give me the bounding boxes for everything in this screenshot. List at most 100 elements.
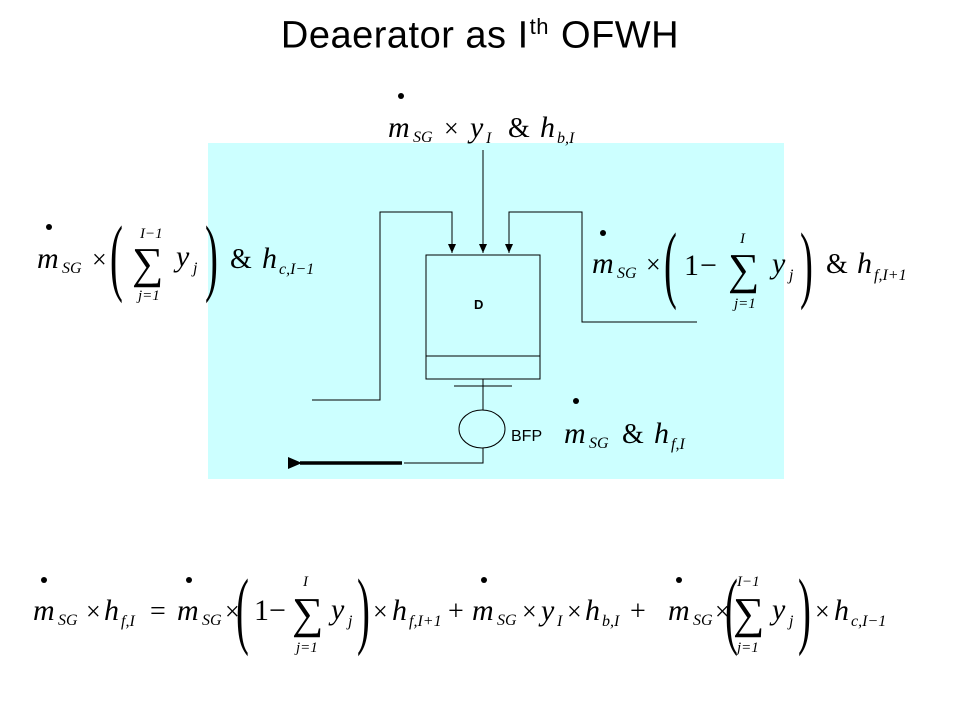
svg-text:h: h <box>857 247 872 280</box>
svg-text:I: I <box>302 574 309 590</box>
svg-text:h: h <box>104 594 119 627</box>
diagram-background <box>208 143 784 479</box>
energy-balance-equation: m SG × h f,I = m SG × ( 1 − I ∑ j=1 y j … <box>33 563 886 657</box>
svg-text:y: y <box>467 111 484 144</box>
svg-text:f,I: f,I <box>671 436 685 453</box>
svg-text:b,I: b,I <box>557 130 575 147</box>
svg-text:j=1: j=1 <box>136 288 160 304</box>
svg-text:j: j <box>346 613 353 630</box>
svg-text:h: h <box>392 594 407 627</box>
svg-text:j=1: j=1 <box>735 640 759 656</box>
svg-text:∑: ∑ <box>292 589 323 638</box>
svg-text:): ) <box>205 210 218 304</box>
svg-text:(: ( <box>110 210 123 304</box>
title-main: Deaerator as I <box>280 14 529 57</box>
svg-text:I−1: I−1 <box>736 574 760 590</box>
svg-text:×: × <box>373 597 388 626</box>
svg-text:&: & <box>230 244 252 275</box>
svg-text:j: j <box>191 260 198 277</box>
svg-text:&: & <box>508 113 530 144</box>
svg-text:SG: SG <box>202 612 222 629</box>
svg-text:y: y <box>769 593 786 626</box>
svg-text:I−1: I−1 <box>139 226 163 242</box>
svg-text:∑: ∑ <box>728 245 759 294</box>
svg-text:×: × <box>86 597 101 626</box>
svg-text:SG: SG <box>617 265 637 282</box>
svg-text:h: h <box>834 594 849 627</box>
svg-text:+: + <box>630 596 646 627</box>
svg-text:h: h <box>654 417 669 450</box>
svg-text:m: m <box>592 247 614 280</box>
svg-text:h: h <box>262 242 277 275</box>
pump-label: BFP <box>511 428 542 445</box>
svg-text:(: ( <box>664 217 677 311</box>
dot-accent <box>398 93 404 99</box>
dot-accent <box>676 577 682 583</box>
svg-text:SG: SG <box>62 260 82 277</box>
svg-text:×: × <box>815 597 830 626</box>
svg-text:m: m <box>472 594 494 627</box>
svg-text:=: = <box>150 596 166 627</box>
svg-text:×: × <box>225 597 240 626</box>
svg-text:y: y <box>538 594 555 627</box>
svg-text:y: y <box>769 247 786 280</box>
svg-text:SG: SG <box>589 435 609 452</box>
svg-text:m: m <box>37 242 59 275</box>
svg-text:&: & <box>622 419 644 450</box>
svg-text:∑: ∑ <box>733 589 764 638</box>
condensate-inlet-line <box>312 211 456 401</box>
svg-text:c,I−1: c,I−1 <box>279 261 314 278</box>
svg-text:f,I+1: f,I+1 <box>874 267 907 284</box>
dot-accent <box>481 577 487 583</box>
svg-text:×: × <box>715 597 730 626</box>
svg-text:×: × <box>522 597 537 626</box>
drain-inlet-line <box>505 211 697 323</box>
feed-water-expression: m SG & h f,I <box>564 398 685 453</box>
title-superscript: th <box>529 14 550 39</box>
deaerator-label: D <box>474 297 483 312</box>
svg-text:I: I <box>739 231 746 247</box>
bleed-steam-expression: m SG × y I & h b,I <box>388 93 575 147</box>
svg-text:SG: SG <box>497 612 517 629</box>
svg-text:SG: SG <box>693 612 713 629</box>
dot-accent <box>573 398 579 404</box>
svg-text:f,I: f,I <box>121 613 135 630</box>
svg-text:−: − <box>700 249 717 282</box>
svg-text:×: × <box>646 250 661 279</box>
svg-text:h: h <box>540 111 555 144</box>
svg-text:m: m <box>388 111 410 144</box>
svg-text:−: − <box>269 594 286 627</box>
svg-text:+: + <box>448 596 464 627</box>
svg-text:h: h <box>585 594 600 627</box>
svg-text:m: m <box>668 594 690 627</box>
svg-text:y: y <box>328 593 345 626</box>
dot-accent <box>41 577 47 583</box>
svg-text:): ) <box>800 217 813 311</box>
pump-discharge-line <box>404 448 484 464</box>
svg-text:f,I+1: f,I+1 <box>409 613 442 630</box>
dot-accent <box>600 230 606 236</box>
svg-text:m: m <box>564 417 586 450</box>
dot-accent <box>46 224 52 230</box>
svg-text:1: 1 <box>254 594 269 627</box>
svg-text:×: × <box>567 597 582 626</box>
svg-text:∑: ∑ <box>132 239 163 288</box>
svg-text:c,I−1: c,I−1 <box>851 613 886 630</box>
svg-text:I: I <box>485 130 492 147</box>
drain-expression: m SG × ( 1 − I ∑ j=1 y j ) & h f,I+1 <box>592 217 907 312</box>
svg-text:): ) <box>798 563 811 657</box>
svg-text:I: I <box>556 613 563 630</box>
svg-text:SG: SG <box>58 612 78 629</box>
svg-text:×: × <box>92 245 107 274</box>
condensate-expression: m SG × ( I−1 ∑ j=1 y j ) & h c,I−1 <box>37 210 314 304</box>
dot-accent <box>186 577 192 583</box>
svg-text:×: × <box>444 114 459 143</box>
svg-text:j: j <box>787 613 794 630</box>
svg-text:j=1: j=1 <box>294 640 318 656</box>
svg-text:m: m <box>33 594 55 627</box>
svg-text:m: m <box>177 594 199 627</box>
svg-text:): ) <box>357 563 370 657</box>
svg-text:&: & <box>826 249 848 280</box>
svg-text:(: ( <box>725 563 738 657</box>
